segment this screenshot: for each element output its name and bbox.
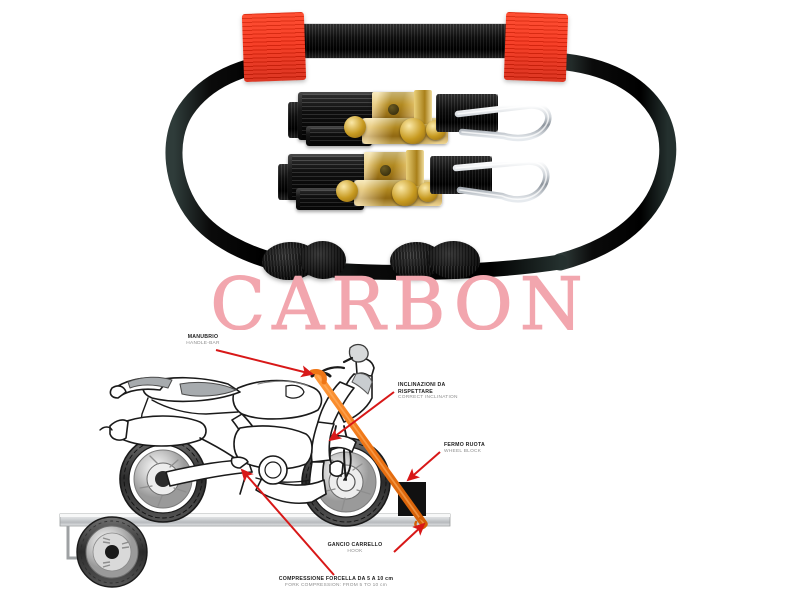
annotation-arrows bbox=[215, 349, 441, 576]
red-padded-sleeve-left bbox=[241, 11, 307, 83]
arrow-trailer-hook bbox=[393, 522, 426, 553]
ratchet-bottom-axle bbox=[406, 150, 424, 186]
label-trailer-hook-en: HOOK bbox=[347, 548, 363, 554]
label-trailer-hook-it: GANCIO CARRELLO bbox=[327, 542, 383, 548]
label-handlebar-it: MANUBRIO bbox=[187, 334, 219, 340]
tie-down-diagram: MANUBRIO HANDLE-BAR INCLINAZIONI DA RISP… bbox=[0, 330, 800, 600]
trailer-wheel bbox=[76, 516, 148, 588]
label-trailer-hook: GANCIO CARRELLO HOOK bbox=[312, 542, 398, 554]
label-inclination: INCLINAZIONI DA RISPETTARE CORRECT INCLI… bbox=[398, 382, 458, 401]
label-handlebar-en: HANDLE-BAR bbox=[186, 340, 220, 346]
ratchet-bottom-center-pin bbox=[380, 165, 391, 176]
s-hook-bottom bbox=[450, 150, 556, 212]
ratchet-top-gear-a bbox=[344, 116, 366, 138]
label-handlebar: MANUBRIO HANDLE-BAR bbox=[148, 334, 258, 346]
label-wheel-block-it: FERMO RUOTA bbox=[444, 442, 485, 448]
label-wheel-block: FERMO RUOTA WHEEL BLOCK bbox=[444, 442, 485, 454]
ratchet-bottom-gear-b bbox=[392, 180, 418, 206]
arrow-handlebar bbox=[215, 349, 314, 378]
label-wheel-block-en: WHEEL BLOCK bbox=[444, 448, 482, 454]
webbing-top-band bbox=[300, 24, 512, 58]
label-fork-compression-it: COMPRESSIONE FORCELLA DA 5 A 10 cm bbox=[278, 576, 394, 582]
ratchet-top-webbing-right bbox=[436, 94, 498, 132]
motorcycle bbox=[99, 343, 391, 527]
red-padded-sleeve-right bbox=[503, 11, 569, 83]
label-fork-compression: COMPRESSIONE FORCELLA DA 5 A 10 cm FORK … bbox=[236, 576, 436, 588]
arrow-inclination bbox=[328, 391, 395, 442]
ratchet-top-gear-b bbox=[400, 118, 426, 144]
ratchet-top-center-pin bbox=[388, 104, 399, 115]
product-photo: CARBON bbox=[0, 0, 800, 330]
s-hook-top bbox=[452, 92, 558, 152]
diagram-svg bbox=[59, 343, 451, 588]
ratchet-top-axle bbox=[414, 90, 432, 124]
arrow-fork-compression bbox=[240, 468, 335, 576]
label-fork-compression-en: FORK COMPRESSION: FROM 5 TO 10 cm bbox=[285, 582, 387, 588]
ratchet-bottom-gear-a bbox=[336, 180, 358, 202]
label-inclination-it2: RISPETTARE bbox=[398, 388, 433, 395]
label-inclination-en: CORRECT INCLINATION bbox=[398, 395, 458, 400]
arrow-wheel-block bbox=[406, 451, 441, 482]
label-inclination-it1: INCLINAZIONI DA bbox=[398, 382, 446, 388]
